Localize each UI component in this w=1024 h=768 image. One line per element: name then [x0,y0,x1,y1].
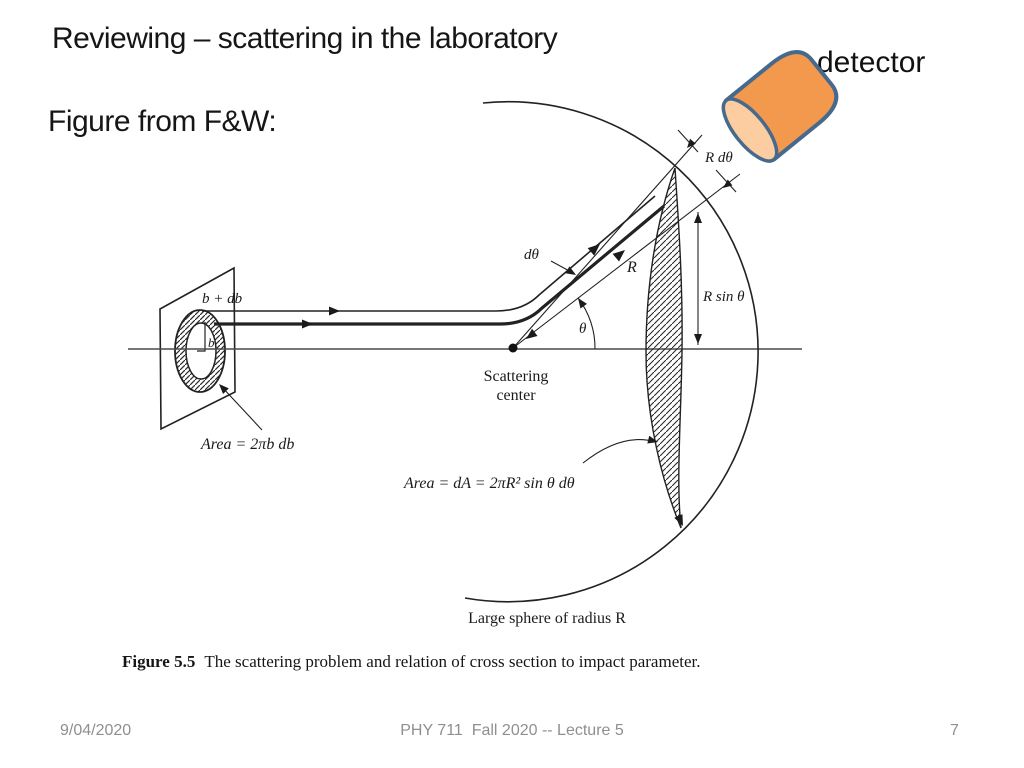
beam-arrow-icon [329,306,340,316]
trajectory-lower [214,204,666,326]
d-theta-arrow-icon [565,266,576,275]
arc-length-arrow-icon [723,179,733,188]
arc-length-arrow-icon [687,138,696,148]
sphere-band [645,167,683,529]
footer-date: 9/04/2020 [60,722,132,739]
label-ring-area: Area = 2πb db [200,436,294,453]
detector-cap [721,97,779,163]
label-scattering-center-2: center [496,387,536,404]
ray-lower [512,173,741,349]
label-radius: R [626,259,637,276]
band-area-leader [582,439,657,464]
sphere-outline [464,100,759,603]
ray-upper [512,134,703,349]
ring-area-leader [220,385,263,431]
label-b-plus-db: b + db [202,291,243,307]
label-arc-length: R dθ [704,150,733,166]
label-large-sphere: Large sphere of radius R [468,610,626,627]
scattered-arrow-icon [587,244,600,256]
ring-area-arrow-icon [219,384,229,394]
figure-caption-text: The scattering problem and relation of c… [204,652,701,671]
figure-caption-number: Figure 5.5 [122,652,196,671]
arc-length-tick [677,129,699,153]
scattered-arrow-icon [612,250,625,262]
arc-length-tick [715,169,737,193]
label-scattering-center-1: Scattering [484,368,549,385]
radius-arrow-icon [526,328,538,339]
label-d-theta: dθ [524,247,540,263]
band-area-arrow-icon [647,435,658,444]
dimension-arrow-icon [694,334,702,344]
band-tip-arrow-icon [674,514,683,526]
footer-course: PHY 711 Fall 2020 -- Lecture 5 [400,722,624,739]
beam-arrow-icon [302,319,313,329]
detector-label: detector [817,46,926,79]
label-sphere-area: Area = dA = 2πR² sin θ dθ [403,475,575,492]
detector-cylinder [721,50,839,163]
figure-caption: Figure 5.5 The scattering problem and rel… [122,652,902,672]
footer-page-number: 7 [950,722,959,739]
impact-parameter-marker [197,322,206,352]
label-theta: θ [579,321,587,337]
slide-subtitle: Figure from F&W: [48,105,277,138]
label-b: b [208,335,215,350]
label-ring-height: R sin θ [702,289,745,305]
dimension-arrow-icon [694,213,702,223]
trajectory-upper [202,195,656,312]
slide-title: Reviewing – scattering in the laboratory [52,22,558,55]
theta-arc-arrow-icon [578,298,588,309]
scattering-center-dot [508,343,518,353]
